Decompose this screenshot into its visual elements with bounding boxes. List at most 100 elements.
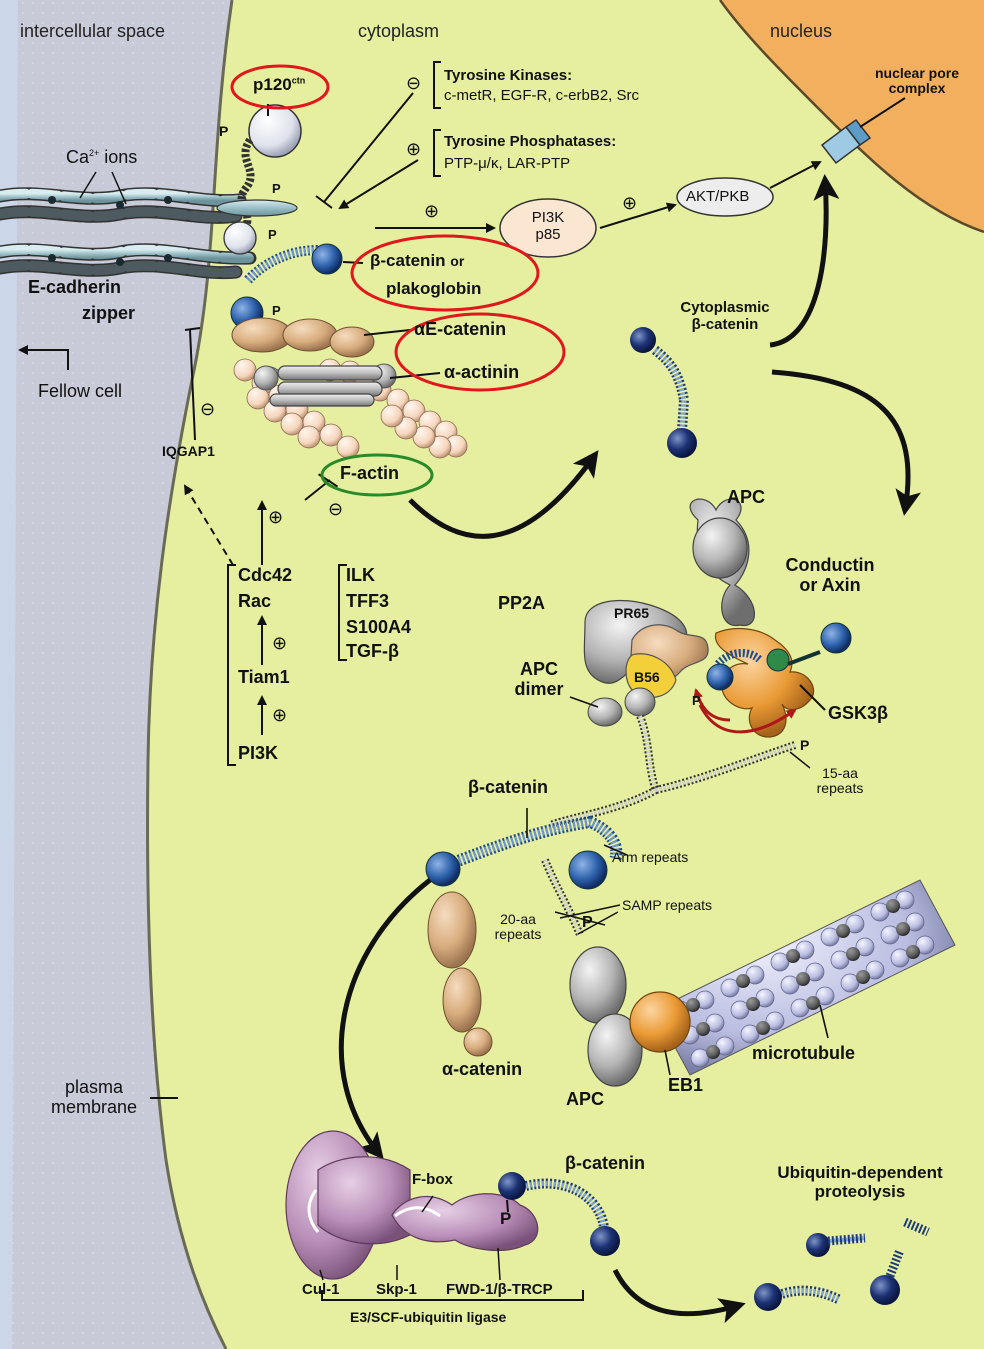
- beta-catenin-label: β-catenin or: [370, 252, 464, 271]
- alpha-catenin-label: α-catenin: [442, 1060, 522, 1080]
- cdc42-label: Cdc42: [238, 566, 292, 586]
- rac-label: Rac: [238, 592, 271, 612]
- 20aa-repeats-label: 20-aa repeats: [478, 912, 558, 943]
- p-label-cadherin-2: P: [268, 228, 277, 242]
- skp1-label: Skp-1: [376, 1282, 417, 1299]
- apc-dimer-line-1: APC: [502, 660, 576, 680]
- or-text: or: [450, 253, 464, 269]
- proteolysis-text: proteolysis: [740, 1183, 980, 1202]
- alpha-e-catenin-label: αE-catenin: [414, 320, 506, 340]
- conductin-axin-label: Conductin or Axin: [760, 556, 900, 596]
- p85-text: p85: [508, 227, 588, 244]
- zipper-label: zipper: [82, 304, 135, 324]
- p-label-cadherin-1: P: [272, 182, 281, 196]
- apc-bottom-label: APC: [566, 1090, 604, 1110]
- pi3k-text: PI3K: [508, 210, 588, 227]
- ca-ions-label: Ca2+ ions: [66, 148, 137, 168]
- plus-akt-activation: ⊕: [622, 194, 637, 214]
- f-box-label: F-box: [412, 1172, 453, 1189]
- plasma-membrane-label: plasma membrane: [34, 1078, 154, 1118]
- b56-label: B56: [634, 670, 660, 685]
- nuclear-pore-label: nuclear pore complex: [862, 66, 972, 97]
- tiam1-label: Tiam1: [238, 668, 290, 688]
- apc-top-label: APC: [727, 488, 765, 508]
- plasma-line-1: plasma: [34, 1078, 154, 1098]
- akt-pkb-label: AKT/PKB: [686, 189, 749, 206]
- minus-iqgap: ⊖: [200, 400, 215, 420]
- ubiquitin-proteolysis-label: Ubiquitin-dependent proteolysis: [740, 1164, 980, 1201]
- ca-suffix: ions: [99, 147, 137, 167]
- f-actin-label: F-actin: [340, 464, 399, 484]
- p-label-gsk-1: P: [692, 694, 701, 708]
- 15aa-repeats-label: 15-aa repeats: [800, 766, 880, 797]
- plus-pi3k-activation: ⊕: [424, 202, 439, 222]
- tyrosine-kinases-title: Tyrosine Kinases:: [444, 68, 572, 85]
- tff3-label: TFF3: [346, 592, 389, 612]
- plus-cdc42: ⊕: [268, 508, 283, 528]
- p120-label: p120ctn: [253, 76, 305, 95]
- axin-text: or Axin: [760, 576, 900, 596]
- arm-repeats-label: Arm repeats: [612, 850, 688, 865]
- ubiquitin-text: Ubiquitin-dependent: [740, 1164, 980, 1183]
- tgf-beta-label: TGF-β: [346, 642, 399, 662]
- tyrosine-phosphatases-list: PTP-μ/κ, LAR-PTP: [444, 156, 570, 173]
- beta-catenin-text: β-catenin: [370, 251, 446, 270]
- minus-tyrosine-kinases: ⊖: [406, 74, 421, 94]
- iqgap1-label: IQGAP1: [162, 444, 215, 459]
- alpha-actinin-label: α-actinin: [444, 363, 519, 383]
- fwd1-label: FWD-1/β-TRCP: [446, 1282, 553, 1299]
- p-label-ligase: P: [500, 1210, 511, 1229]
- tk-title-text: Tyrosine Kinases: [444, 67, 567, 84]
- pi3k-p85-label: PI3K p85: [508, 210, 588, 243]
- cytoplasmic-text: Cytoplasmic: [660, 300, 790, 317]
- p120-superscript: ctn: [292, 75, 306, 85]
- plasma-line-2: membrane: [34, 1098, 154, 1118]
- e-cadherin-label: E-cadherin: [28, 278, 121, 298]
- p-label-samp: P: [582, 914, 593, 932]
- p-label-gsk-2: P: [800, 738, 809, 753]
- nuclear-pore-line-1: nuclear pore: [862, 66, 972, 81]
- cyto-beta-catenin-text: β-catenin: [660, 317, 790, 334]
- 20aa-text: 20-aa: [478, 912, 558, 927]
- tp-title-text: Tyrosine Phosphatases: [444, 133, 611, 150]
- pp2a-label: PP2A: [498, 594, 545, 614]
- 15aa-text: 15-aa: [800, 766, 880, 781]
- nucleus-label: nucleus: [770, 22, 832, 42]
- eb1-label: EB1: [668, 1076, 703, 1096]
- p120-text: p120: [253, 75, 292, 94]
- microtubule-label: microtubule: [752, 1044, 855, 1064]
- fellow-cell-label: Fellow cell: [38, 382, 122, 402]
- cul1-label: Cul-1: [302, 1282, 340, 1299]
- ca-charge: 2+: [89, 148, 99, 158]
- tyrosine-kinases-list: c-metR, EGF-R, c-erbB2, Src: [444, 88, 639, 105]
- pi3k-signaling-label: PI3K: [238, 744, 278, 764]
- gsk3b-label: GSK3β: [828, 704, 888, 724]
- pr65-label: PR65: [614, 606, 649, 621]
- beta-catenin-apc-label: β-catenin: [468, 778, 548, 798]
- tyrosine-phosphatases-title: Tyrosine Phosphatases:: [444, 134, 616, 151]
- plus-tyrosine-phosphatases: ⊕: [406, 140, 421, 160]
- minus-f-actin: ⊖: [328, 500, 343, 520]
- ilk-label: ILK: [346, 566, 375, 586]
- p-label-p120: P: [219, 124, 228, 139]
- plus-tiam1: ⊕: [272, 706, 287, 726]
- 15aa-repeats-text: repeats: [800, 781, 880, 796]
- e3-scf-ligase-label: E3/SCF-ubiquitin ligase: [350, 1310, 506, 1325]
- conductin-text: Conductin: [760, 556, 900, 576]
- nuclear-pore-line-2: complex: [862, 81, 972, 96]
- cytoplasmic-beta-catenin-label: Cytoplasmic β-catenin: [660, 300, 790, 333]
- p-label-beta-catenin: P: [272, 304, 281, 318]
- intercellular-space-label: intercellular space: [20, 22, 165, 42]
- plakoglobin-label: plakoglobin: [386, 280, 481, 299]
- samp-repeats-label: SAMP repeats: [622, 898, 712, 913]
- s100a4-label: S100A4: [346, 618, 411, 638]
- ca-text: Ca: [66, 147, 89, 167]
- apc-dimer-line-2: dimer: [502, 680, 576, 700]
- cytoplasm-label: cytoplasm: [358, 22, 439, 42]
- beta-catenin-ligase-label: β-catenin: [565, 1154, 645, 1174]
- 20aa-repeats-text: repeats: [478, 927, 558, 942]
- plus-rac: ⊕: [272, 634, 287, 654]
- apc-dimer-label: APC dimer: [502, 660, 576, 700]
